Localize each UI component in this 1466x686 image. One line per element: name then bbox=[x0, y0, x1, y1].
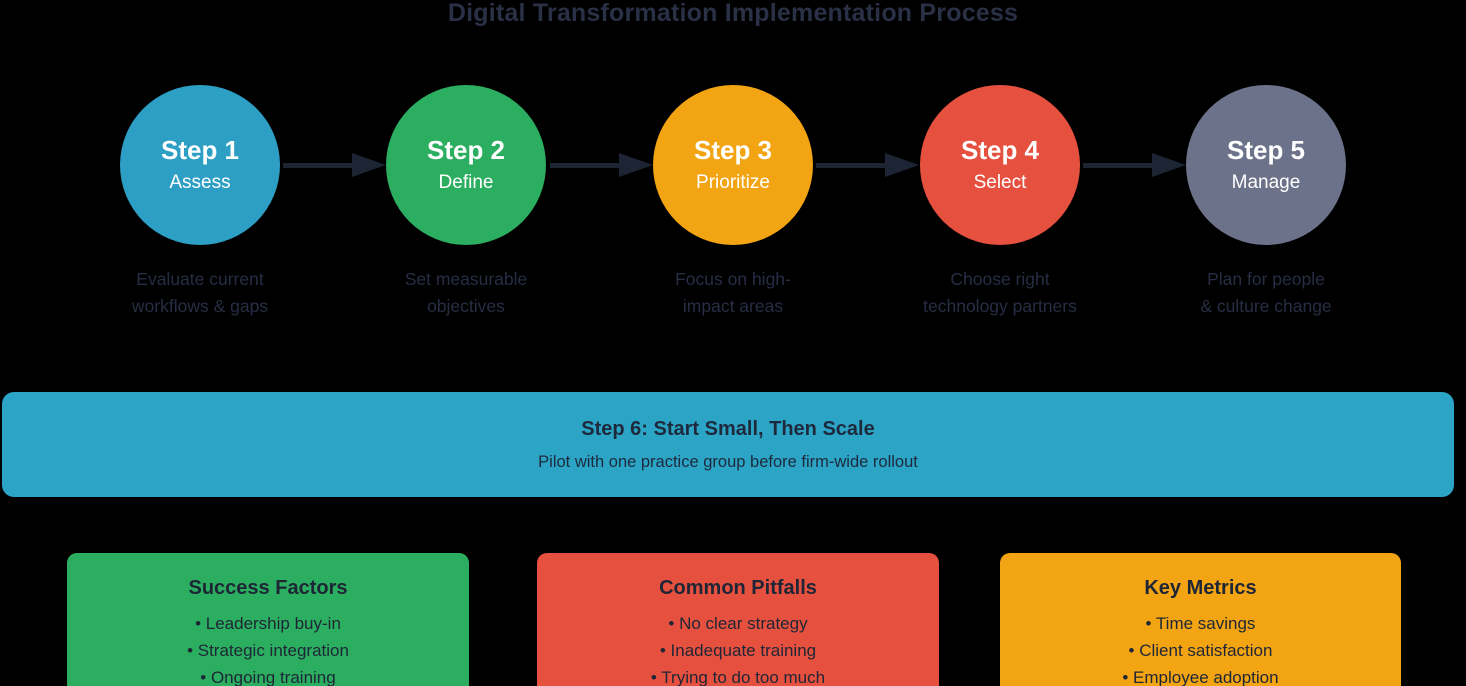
key-metrics-box: Key Metrics • Time savings • Client sati… bbox=[1000, 553, 1401, 686]
list-item: • Time savings bbox=[1145, 614, 1256, 633]
list-item: • Trying to do too much bbox=[650, 668, 826, 686]
step-number: Step 4 bbox=[960, 134, 1040, 165]
list-item: • Client satisfaction bbox=[1128, 641, 1273, 660]
step-number: Step 2 bbox=[426, 134, 506, 165]
flow-arrow-1 bbox=[283, 153, 386, 177]
list-item: • Ongoing training bbox=[200, 668, 336, 686]
flow-arrow-2 bbox=[550, 153, 653, 177]
step-number: Step 5 bbox=[1226, 134, 1306, 165]
step-circle-2: Step 2 Define bbox=[386, 85, 546, 245]
step-description-3: Focus on high- impact areas bbox=[675, 269, 791, 316]
step-name: Manage bbox=[1231, 172, 1301, 194]
step-number: Step 1 bbox=[160, 134, 240, 165]
list-item: • Employee adoption bbox=[1122, 668, 1279, 686]
arrow-right-icon bbox=[885, 153, 919, 177]
common-pitfalls-box: Common Pitfalls • No clear strategy • In… bbox=[537, 553, 939, 686]
arrow-shaft bbox=[1083, 162, 1154, 168]
step-circle-3: Step 3 Prioritize bbox=[653, 85, 813, 245]
step-description-1: Evaluate current workflows & gaps bbox=[131, 269, 269, 316]
arrow-right-icon bbox=[352, 153, 386, 177]
step-circle-4: Step 4 Select bbox=[920, 85, 1080, 245]
arrow-right-icon bbox=[619, 153, 653, 177]
list-item: • Leadership buy-in bbox=[195, 614, 341, 633]
banner-subtitle: Pilot with one practice group before fir… bbox=[538, 452, 918, 471]
step6-banner: Step 6: Start Small, Then Scale Pilot wi… bbox=[2, 392, 1454, 497]
step-description-2: Set measurable objectives bbox=[404, 269, 528, 316]
box-title: Common Pitfalls bbox=[659, 577, 817, 599]
list-item: • No clear strategy bbox=[668, 614, 808, 633]
step-name: Select bbox=[973, 172, 1027, 194]
box-title: Key Metrics bbox=[1144, 577, 1257, 599]
arrow-shaft bbox=[550, 162, 621, 168]
step-circle-1: Step 1 Assess bbox=[120, 85, 280, 245]
diagram-title: Digital Transformation Implementation Pr… bbox=[447, 0, 1019, 27]
box-title: Success Factors bbox=[188, 577, 348, 599]
flow-arrow-4 bbox=[1083, 153, 1186, 177]
step-name: Assess bbox=[169, 172, 231, 194]
step-description-5: Plan for people & culture change bbox=[1200, 269, 1332, 316]
list-item: • Inadequate training bbox=[659, 641, 817, 660]
step-name: Prioritize bbox=[696, 172, 770, 194]
arrow-shaft bbox=[283, 162, 354, 168]
list-item: • Strategic integration bbox=[187, 641, 349, 660]
step-name: Define bbox=[438, 172, 494, 194]
arrow-shaft bbox=[816, 162, 887, 168]
arrow-right-icon bbox=[1152, 153, 1186, 177]
flow-arrow-3 bbox=[816, 153, 919, 177]
step-description-4: Choose right technology partners bbox=[923, 269, 1077, 316]
banner-title: Step 6: Start Small, Then Scale bbox=[581, 417, 875, 440]
step-circle-5: Step 5 Manage bbox=[1186, 85, 1346, 245]
step-number: Step 3 bbox=[693, 134, 773, 165]
success-factors-box: Success Factors • Leadership buy-in • St… bbox=[67, 553, 469, 686]
